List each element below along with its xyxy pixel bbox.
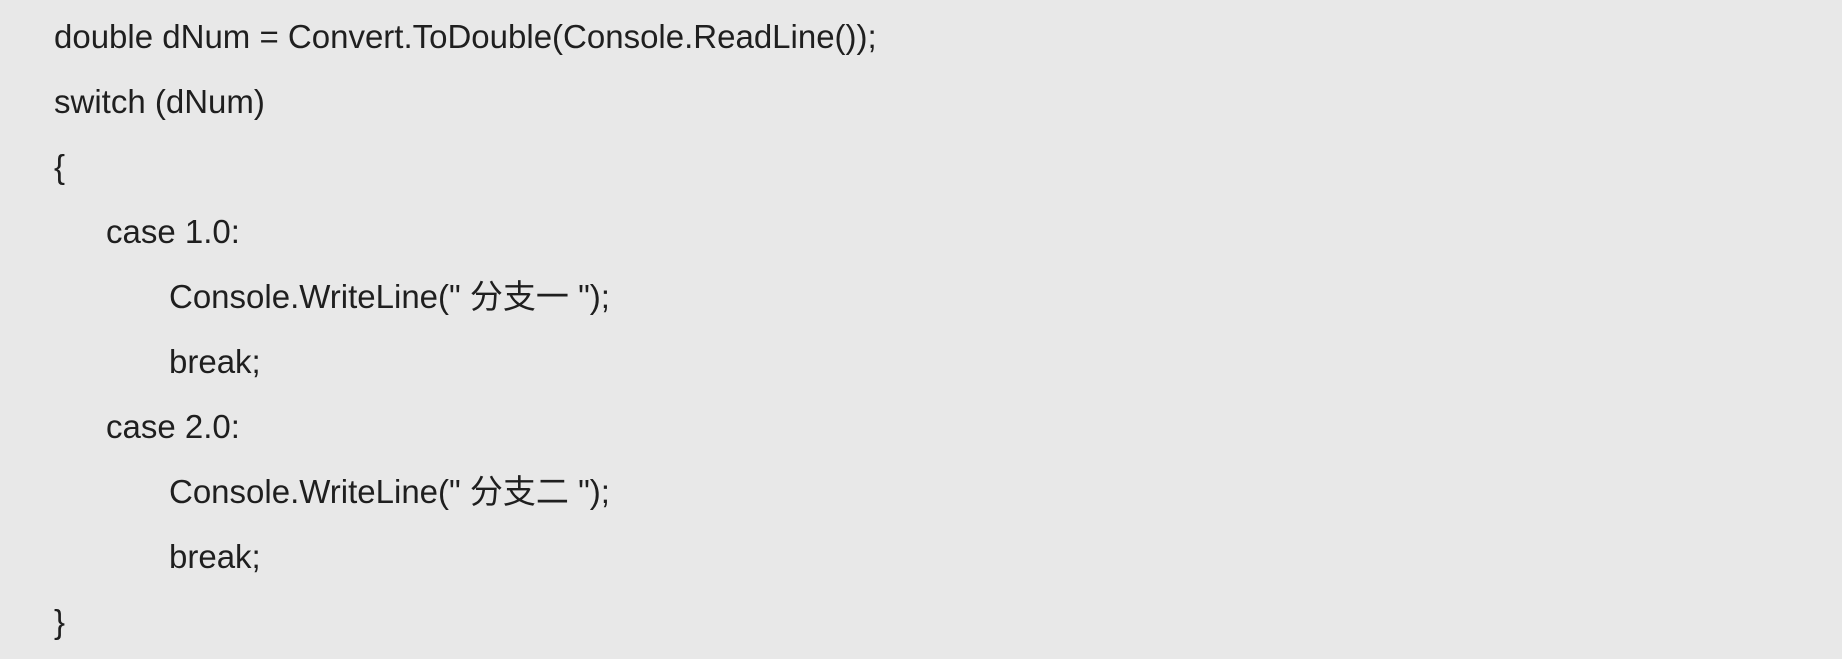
code-line-1: double dNum = Convert.ToDouble(Console.R… [54, 18, 877, 55]
code-line-10: } [54, 603, 66, 640]
code-line-4: case 1.0: [106, 213, 240, 250]
code-line-8: Console.WriteLine(" 分支二 "); [169, 473, 610, 510]
code-line-7: case 2.0: [106, 408, 240, 445]
code-line-2: switch (dNum) [54, 83, 265, 120]
code-line-5: Console.WriteLine(" 分支一 "); [169, 278, 610, 315]
code-line-9: break; [169, 538, 261, 575]
code-line-6: break; [169, 343, 261, 380]
code-line-3: { [54, 148, 66, 185]
